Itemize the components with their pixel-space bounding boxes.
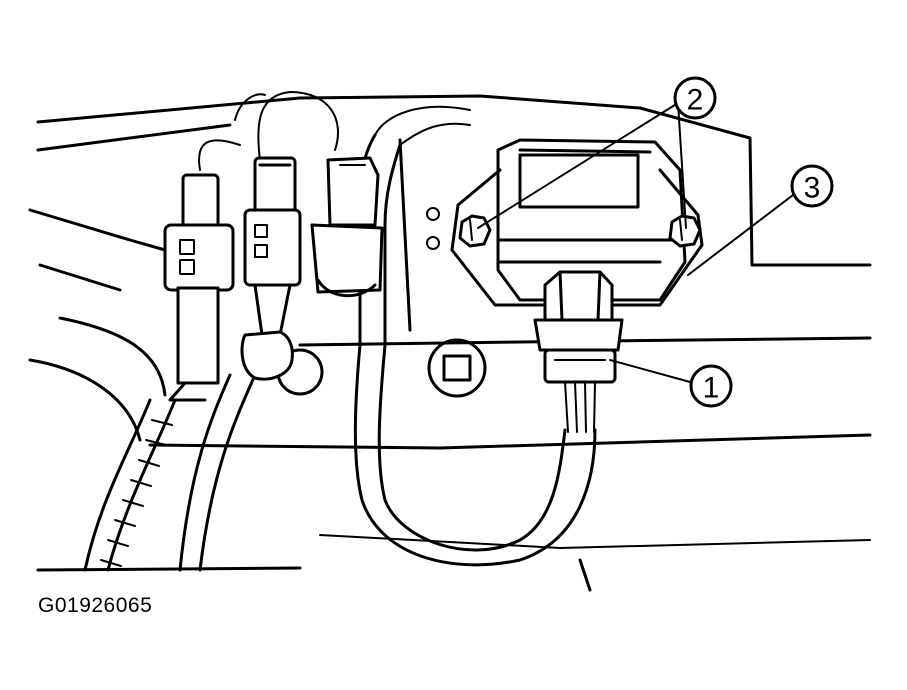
left-connector: [163, 173, 235, 402]
callout-3-number: 3: [804, 172, 821, 205]
center-connector: [240, 156, 302, 381]
module-harness-connector: [533, 270, 624, 433]
callout-3: 3: [790, 164, 834, 208]
callout-2-number: 2: [687, 84, 704, 117]
figure-id: G01926065: [38, 594, 153, 617]
callout-leaders: [477, 102, 798, 383]
callout-1-number: 1: [703, 372, 720, 405]
callout-2: 2: [673, 76, 717, 120]
callout-1: 1: [689, 364, 733, 408]
corrugated-conduit: [83, 398, 177, 572]
control-module: [496, 138, 687, 302]
right-connector: [310, 156, 384, 298]
mounting-nuts: [458, 214, 702, 248]
body-panel-lines: [28, 94, 872, 592]
